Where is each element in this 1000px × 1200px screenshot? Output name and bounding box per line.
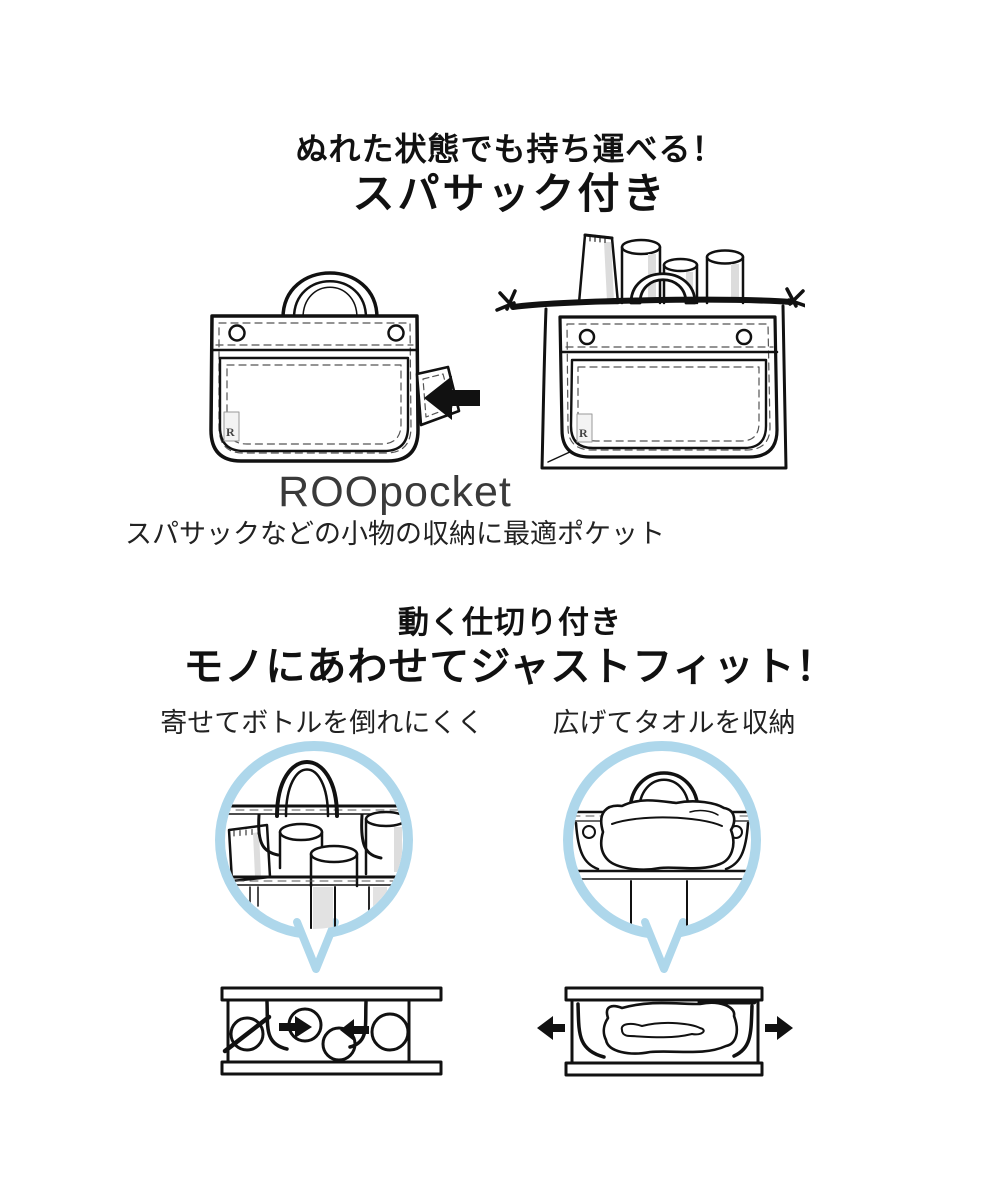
outer-bag-silhouette xyxy=(540,304,788,470)
brand-logo-text: ROOpocket xyxy=(278,468,512,516)
brand-tag-letter: R xyxy=(579,426,588,440)
divider-hook xyxy=(265,1000,289,1051)
towel xyxy=(599,799,736,871)
bottle-cylinder xyxy=(705,249,745,305)
snap-button-icon xyxy=(582,825,596,839)
brand-tag xyxy=(223,411,240,442)
bag-handle xyxy=(275,760,339,818)
snap-button-icon xyxy=(387,324,405,342)
magnifier-tail xyxy=(641,918,687,973)
towel-closeup-illustration xyxy=(563,741,761,973)
bag-handle xyxy=(281,271,379,320)
expand-right-arrow-icon xyxy=(765,1016,793,1040)
spa-heading-line2: スパサック付き xyxy=(352,170,668,217)
drawstring-rim xyxy=(510,296,794,310)
bag-in-use-illustration: R xyxy=(495,233,805,470)
divider-strap xyxy=(724,821,750,871)
bottle-top-icon xyxy=(370,1012,410,1052)
divider-strap xyxy=(574,821,600,871)
bottle-tube xyxy=(577,233,620,305)
snap-button-icon xyxy=(578,328,596,346)
bottle-tube xyxy=(227,823,272,883)
snap-button-icon xyxy=(228,324,246,342)
snap-button-icon xyxy=(735,328,753,346)
brand-tag-letter: R xyxy=(226,425,235,439)
brand-tag xyxy=(576,413,593,443)
spa-heading-line1: ぬれた状態でも持ち運べる！ xyxy=(295,131,725,167)
expand-left-arrow-icon xyxy=(537,1016,565,1040)
bottle-cylinder xyxy=(620,238,662,305)
divider-hook xyxy=(576,1002,606,1059)
divider-strap xyxy=(257,813,280,857)
insert-arrow-icon xyxy=(424,376,480,420)
towel-top-icon xyxy=(602,1001,739,1055)
spa-pocket-caption: スパサックなどの小物の収納に最適ポケット xyxy=(125,519,665,549)
bag-body xyxy=(209,314,420,463)
divider-hook xyxy=(732,1004,754,1058)
divider-strap xyxy=(360,813,383,860)
bag-handle xyxy=(628,771,700,814)
inner-bag-handle xyxy=(629,272,697,305)
divider-heading-line1: 動く仕切り付き xyxy=(398,605,622,640)
push-left-arrow-icon xyxy=(340,1019,369,1041)
roo-pocket-front xyxy=(569,358,768,450)
bottle-top-icon xyxy=(229,1016,265,1052)
bottles-caption: 寄せてボトルを倒れにくく xyxy=(160,708,484,738)
drawstring-knot-icon xyxy=(495,289,517,312)
roo-pocket-front xyxy=(218,356,410,453)
bottles-closeup-illustration xyxy=(215,741,413,973)
tilted-bottle-slash xyxy=(222,1014,272,1054)
drawstring-knot-icon xyxy=(785,287,805,308)
bag-front-illustration: R xyxy=(209,271,480,463)
push-right-arrow-icon xyxy=(279,1016,312,1038)
bottles-topview-diagram xyxy=(220,986,443,1076)
divider-heading-line2: モノにあわせてジャストフィット！ xyxy=(183,645,837,689)
towel-caption: 広げてタオルを収納 xyxy=(552,708,796,738)
magnifier-tail xyxy=(293,918,339,973)
towel-topview-diagram xyxy=(537,986,793,1077)
